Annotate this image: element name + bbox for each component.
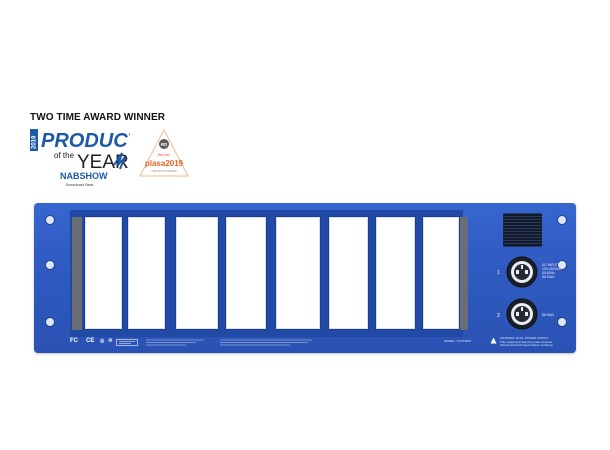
connector-1-label: AC INPUT 100-240VAC 50-60Hz 5A MAX xyxy=(542,263,562,279)
ac-connector-2-icon[interactable] xyxy=(506,298,538,330)
fan-vent xyxy=(503,213,542,247)
recycle-icon: ♲ xyxy=(108,338,113,344)
mount-hole-icon xyxy=(45,260,55,270)
award-year: 2019 xyxy=(32,135,38,149)
connector-1-number: 1 xyxy=(497,270,500,276)
card-slot[interactable] xyxy=(175,216,219,330)
connector-2-number: 2 xyxy=(497,313,500,319)
product-of-the-year-badge: 2019 PRODUCT of the YEAR NABSHOW Broadca… xyxy=(30,129,130,187)
award-year-word: YEAR xyxy=(77,152,129,173)
award-of-the: of the xyxy=(54,151,75,160)
ac-connector-1-icon[interactable] xyxy=(506,256,538,288)
plasa-name: plasa2019 xyxy=(145,159,184,168)
card-slot[interactable] xyxy=(84,216,123,330)
rear-shadow-right xyxy=(458,217,468,330)
model-label: MODEL: TXVP/RPS xyxy=(444,339,472,343)
card-slot[interactable] xyxy=(275,216,321,330)
ul-icon: ◎ xyxy=(100,338,105,344)
mount-hole-icon xyxy=(45,215,55,225)
award-product: PRODUCT xyxy=(41,130,130,152)
plasa-award-badge: RD Winner plasa2019 INNOVATION AWARD xyxy=(139,128,189,177)
mount-hole-icon xyxy=(557,215,567,225)
mount-hole-icon xyxy=(557,260,567,270)
card-slot[interactable] xyxy=(127,216,166,330)
mount-hole-icon xyxy=(45,317,55,327)
plasa-winner: Winner xyxy=(158,152,171,157)
award-heading: TWO TIME AWARD WINNER xyxy=(30,112,166,123)
plasa-medal-icon xyxy=(159,139,169,149)
warning-triangle-icon xyxy=(490,337,497,344)
connector-2-label: 5A MAX xyxy=(542,313,555,317)
mount-hole-icon xyxy=(557,317,567,327)
plasa-triangle xyxy=(139,128,189,177)
award-show: NABSHOW xyxy=(60,171,108,181)
plasa-tag: INNOVATION AWARD xyxy=(151,169,177,173)
rear-shadow-left xyxy=(72,217,82,330)
year-tab xyxy=(30,129,38,151)
fine-print-block-1 xyxy=(146,339,204,346)
plasa-badge-text: RD xyxy=(161,142,168,147)
rack-panel: 1 AC INPUT 100-240VAC 50-60Hz 5A MAX 2 5… xyxy=(34,203,576,353)
card-slot[interactable] xyxy=(328,216,369,330)
card-slot[interactable] xyxy=(225,216,267,330)
dual-power-warning: WARNING: DUAL POWER SUPPLY This equipmen… xyxy=(500,336,554,347)
award-sponsor: Broadcast Beat xyxy=(66,182,94,187)
card-slot[interactable] xyxy=(422,216,460,330)
fcc-icon: FC xyxy=(70,338,78,344)
ce-icon: CE xyxy=(86,338,95,344)
award-swoosh-icon xyxy=(113,152,126,170)
rating-label-icon xyxy=(116,339,138,346)
fine-print-block-2 xyxy=(220,339,312,346)
card-slot[interactable] xyxy=(375,216,416,330)
